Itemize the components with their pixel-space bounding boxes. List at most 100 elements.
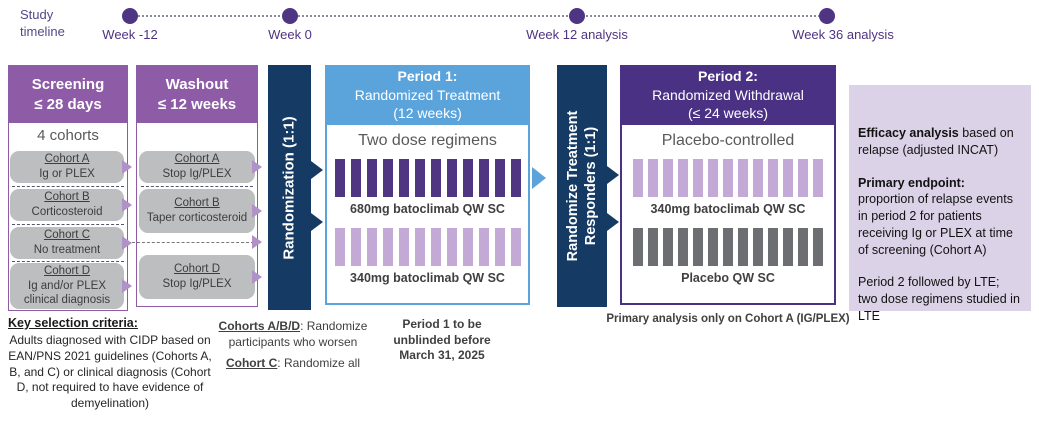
primary-endpoint-rest: proportion of relapse events in period 2…	[858, 192, 1013, 257]
key-selection-criteria: Key selection criteria: Adults diagnosed…	[2, 316, 218, 412]
arrow-right-icon	[311, 161, 323, 179]
washout-duration: ≤ 12 weeks	[157, 95, 237, 113]
dose-tick	[648, 159, 658, 197]
dose-tick	[366, 228, 377, 266]
dose-tick	[768, 228, 778, 266]
dose-tick	[510, 159, 521, 197]
period1-box: Period 1: Randomized Treatment (12 weeks…	[325, 65, 530, 305]
dose-tick	[494, 159, 505, 197]
cohort-c-rest: : Randomize all	[277, 356, 361, 371]
primary-endpoint-bold: Primary endpoint:	[858, 175, 965, 190]
timeline-week-minus12-label: Week -12	[102, 27, 158, 42]
cohort-desc: Stop Ig/PLEX	[162, 168, 232, 180]
responder-label-line2: Responders (1:1)	[583, 126, 599, 246]
dose-tick	[334, 228, 345, 266]
washout-randomization-note: Cohorts A/B/D: Randomize participants wh…	[203, 319, 383, 372]
dose-tick	[678, 159, 688, 197]
arrow-right-icon	[252, 204, 262, 218]
dose-tick	[738, 228, 748, 266]
cohort-c-bold: Cohort C	[225, 356, 278, 371]
dose-ticks-680	[327, 159, 528, 197]
period1-subtitle-line: Randomized Treatment	[354, 86, 501, 103]
washout-cohort-b: Cohort B Taper corticosteroid	[139, 189, 255, 233]
dose-tick	[753, 159, 763, 197]
arrow-right-icon	[252, 160, 262, 174]
washout-title: Washout	[165, 76, 229, 93]
period2-subtitle: Placebo-controlled	[661, 132, 795, 149]
cohort-c-passthrough-line	[132, 242, 254, 243]
arrow-right-icon	[252, 235, 262, 249]
study-timeline-label: Study timeline	[20, 7, 65, 39]
dose-tick	[494, 228, 505, 266]
screening-subtitle: 4 cohorts	[37, 127, 99, 144]
responder-label-line1: Randomize Treatment	[564, 110, 581, 262]
arrow-right-icon	[122, 198, 132, 212]
dose-tick	[430, 159, 441, 197]
cohort-title: Cohort B	[44, 191, 90, 204]
period1-duration: (12 weeks)	[393, 105, 462, 122]
dose-tick	[398, 159, 409, 197]
dose-tick	[382, 228, 393, 266]
divider	[12, 261, 124, 262]
dose-ticks-placebo	[622, 228, 834, 266]
arrow-right-icon	[532, 167, 546, 189]
dose-tick	[633, 228, 643, 266]
screening-cohort-a: Cohort A Ig or PLEX	[10, 151, 124, 183]
dose-tick	[446, 228, 457, 266]
analysis-side-panel: Efficacy analysis based on relapse (adju…	[849, 85, 1031, 323]
period2-duration: (≤ 24 weeks)	[687, 105, 769, 122]
dose-tick	[510, 228, 521, 266]
dose-tick	[446, 159, 457, 197]
timeline-dot-week0	[282, 8, 298, 24]
period1-subtitle: Two dose regimens	[358, 132, 497, 149]
dose-label-680: 680mg batoclimab QW SC	[350, 202, 505, 216]
dose-tick	[350, 228, 361, 266]
cohort-title: Cohort A	[44, 153, 90, 166]
randomization-label: Randomization (1:1)	[280, 115, 298, 260]
dose-label-placebo: Placebo QW SC	[681, 271, 775, 285]
cohort-desc: Taper corticosteroid	[146, 212, 248, 224]
cohort-desc: Ig and/or PLEX clinical diagnosis	[23, 279, 111, 307]
cohort-title: Cohort C	[43, 229, 91, 242]
period1-title: Period 1:	[397, 67, 458, 84]
dose-tick	[366, 159, 377, 197]
screening-header: Screening ≤ 28 days	[9, 66, 127, 123]
dose-tick	[813, 228, 823, 266]
period1-header: Period 1: Randomized Treatment (12 weeks…	[325, 65, 530, 125]
efficacy-analysis-bold: Efficacy analysis	[858, 126, 959, 140]
cohort-desc: No treatment	[33, 244, 101, 256]
dose-tick	[648, 228, 658, 266]
dose-tick	[478, 228, 489, 266]
period1-unblinding-note: Period 1 to be unblinded before March 31…	[393, 317, 491, 363]
dose-tick	[783, 228, 793, 266]
dose-tick	[798, 159, 808, 197]
timeline-week12-label: Week 12 analysis	[526, 27, 628, 42]
washout-cohort-d: Cohort D Stop Ig/PLEX	[139, 255, 255, 299]
dose-tick	[723, 228, 733, 266]
cohorts-abd-note: Cohorts A/B/D: Randomize participants wh…	[203, 319, 383, 350]
period2-primary-analysis-note: Primary analysis only on Cohort A (IG/PL…	[606, 313, 850, 325]
arrow-right-icon	[122, 279, 132, 293]
dose-tick	[813, 159, 823, 197]
period2-box: Period 2: Randomized Withdrawal (≤ 24 we…	[620, 65, 836, 305]
dose-tick	[462, 159, 473, 197]
divider	[141, 186, 253, 187]
timeline-dot-week12	[569, 8, 585, 24]
screening-cohort-d: Cohort D Ig and/or PLEX clinical diagnos…	[10, 263, 124, 309]
dose-ticks-340-p2	[622, 159, 834, 197]
arrow-right-icon	[122, 236, 132, 250]
arrow-right-icon	[252, 270, 262, 284]
arrow-right-icon	[607, 166, 619, 184]
arrow-right-icon	[607, 213, 619, 231]
dose-tick	[382, 159, 393, 197]
cohort-desc: Ig or PLEX	[39, 168, 95, 180]
dose-tick	[350, 159, 361, 197]
cohorts-abd-rest: : Randomize participants who worsen	[228, 319, 368, 349]
timeline-dot-week-minus12	[122, 8, 138, 24]
timeline-dotted-line	[130, 15, 828, 17]
divider	[12, 186, 124, 187]
arrow-right-icon	[311, 213, 323, 231]
dose-tick	[798, 228, 808, 266]
dose-tick	[398, 228, 409, 266]
